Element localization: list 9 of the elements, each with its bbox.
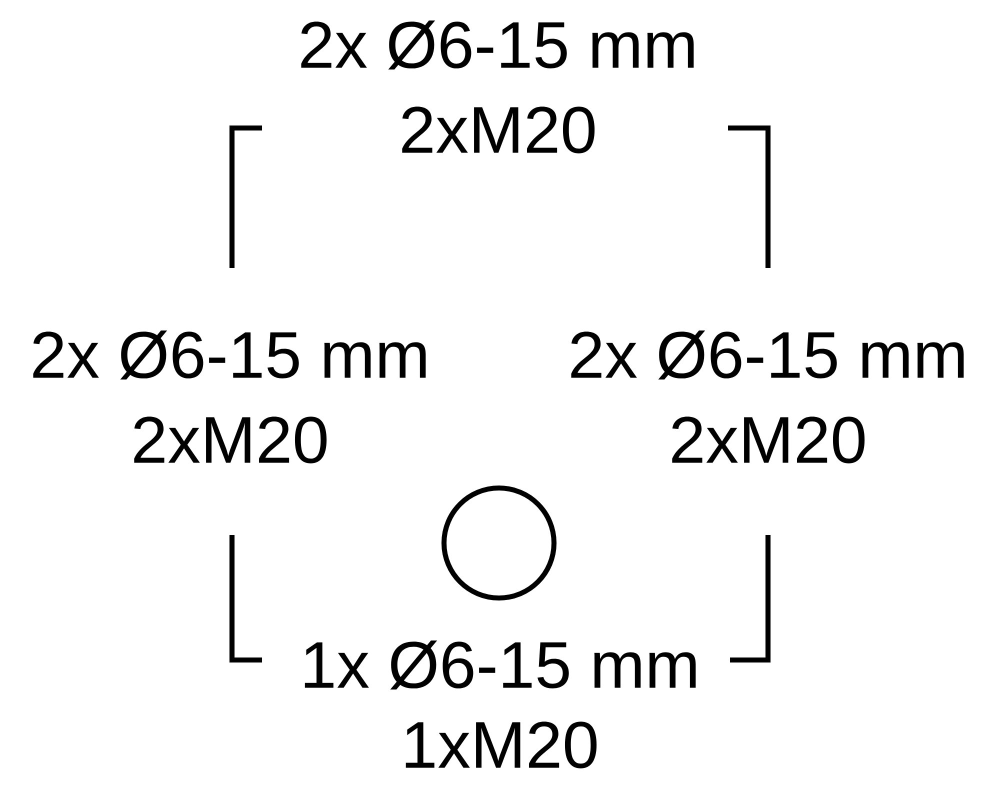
entry-label: 1x Ø6-15 mm [304,640,696,690]
circle-symbol [441,485,557,601]
entry-label: 2xM20 [672,416,865,464]
entry-label: 2x Ø6-15 mm [33,330,426,380]
entry-label: 2x Ø6-15 mm [571,330,964,380]
entry-label: 1xM20 [406,722,597,768]
entry-label: 2xM20 [134,416,327,464]
entry-label: 2xM20 [402,106,595,154]
entry-label: 2x Ø6-15 mm [301,20,694,70]
